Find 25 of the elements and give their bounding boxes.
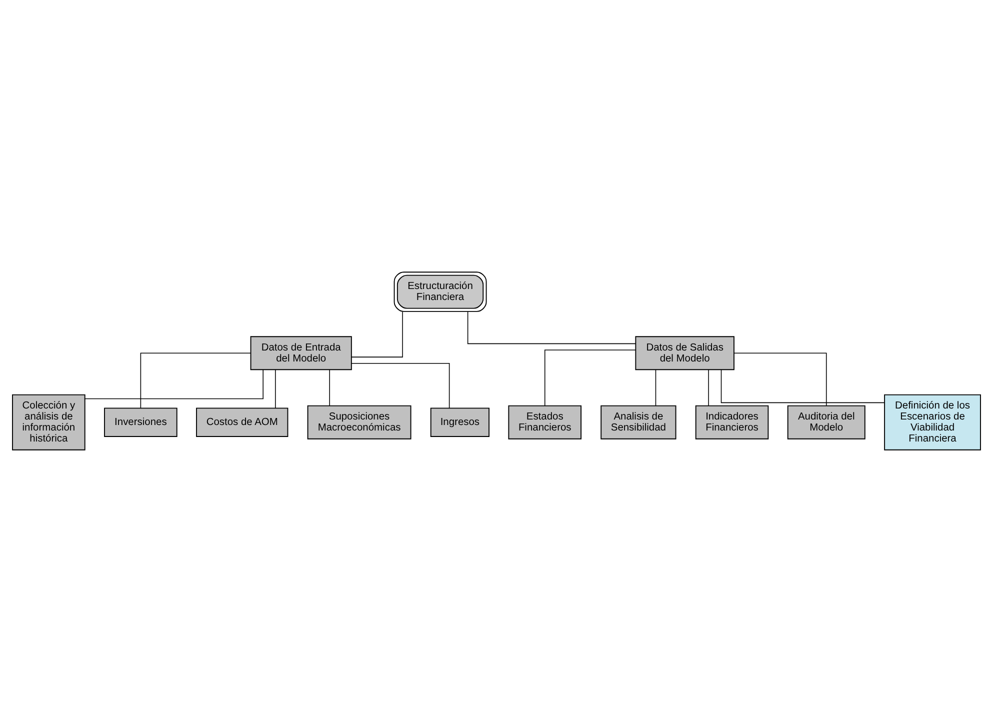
- connector: [329, 370, 330, 406]
- node-box: Colección y análisis de información histórica: [12, 394, 86, 450]
- connector: [734, 352, 827, 406]
- node-box: Datos de Entrada del Modelo: [250, 336, 352, 370]
- node-box: Estructuración Financiera: [394, 272, 487, 312]
- connector: [708, 370, 709, 406]
- connector: [655, 370, 656, 406]
- node-box: Indicadores Financieros: [695, 405, 769, 440]
- connector: [140, 352, 251, 408]
- node-box: Suposiciones Macroeconómicas: [307, 405, 412, 440]
- connector: [720, 370, 885, 404]
- node-box: Estados Financieros: [508, 405, 582, 440]
- node-box: Analisis de Sensibilidad: [600, 405, 676, 440]
- node-box: Inversiones: [104, 408, 178, 437]
- connector: [84, 369, 264, 400]
- connector: [351, 311, 403, 358]
- node-box: Costos de AOM: [196, 408, 288, 437]
- node-box: Auditoria del Modelo: [787, 405, 866, 440]
- connector: [275, 370, 276, 408]
- node-box: Ingresos: [430, 408, 490, 437]
- node-box: Datos de Salidas del Modelo: [635, 336, 734, 370]
- connector: [467, 311, 636, 344]
- connector: [351, 362, 450, 408]
- node-box: Definición de los Escenarios de Viabilidad Financiera: [884, 394, 981, 450]
- connector: [544, 350, 636, 406]
